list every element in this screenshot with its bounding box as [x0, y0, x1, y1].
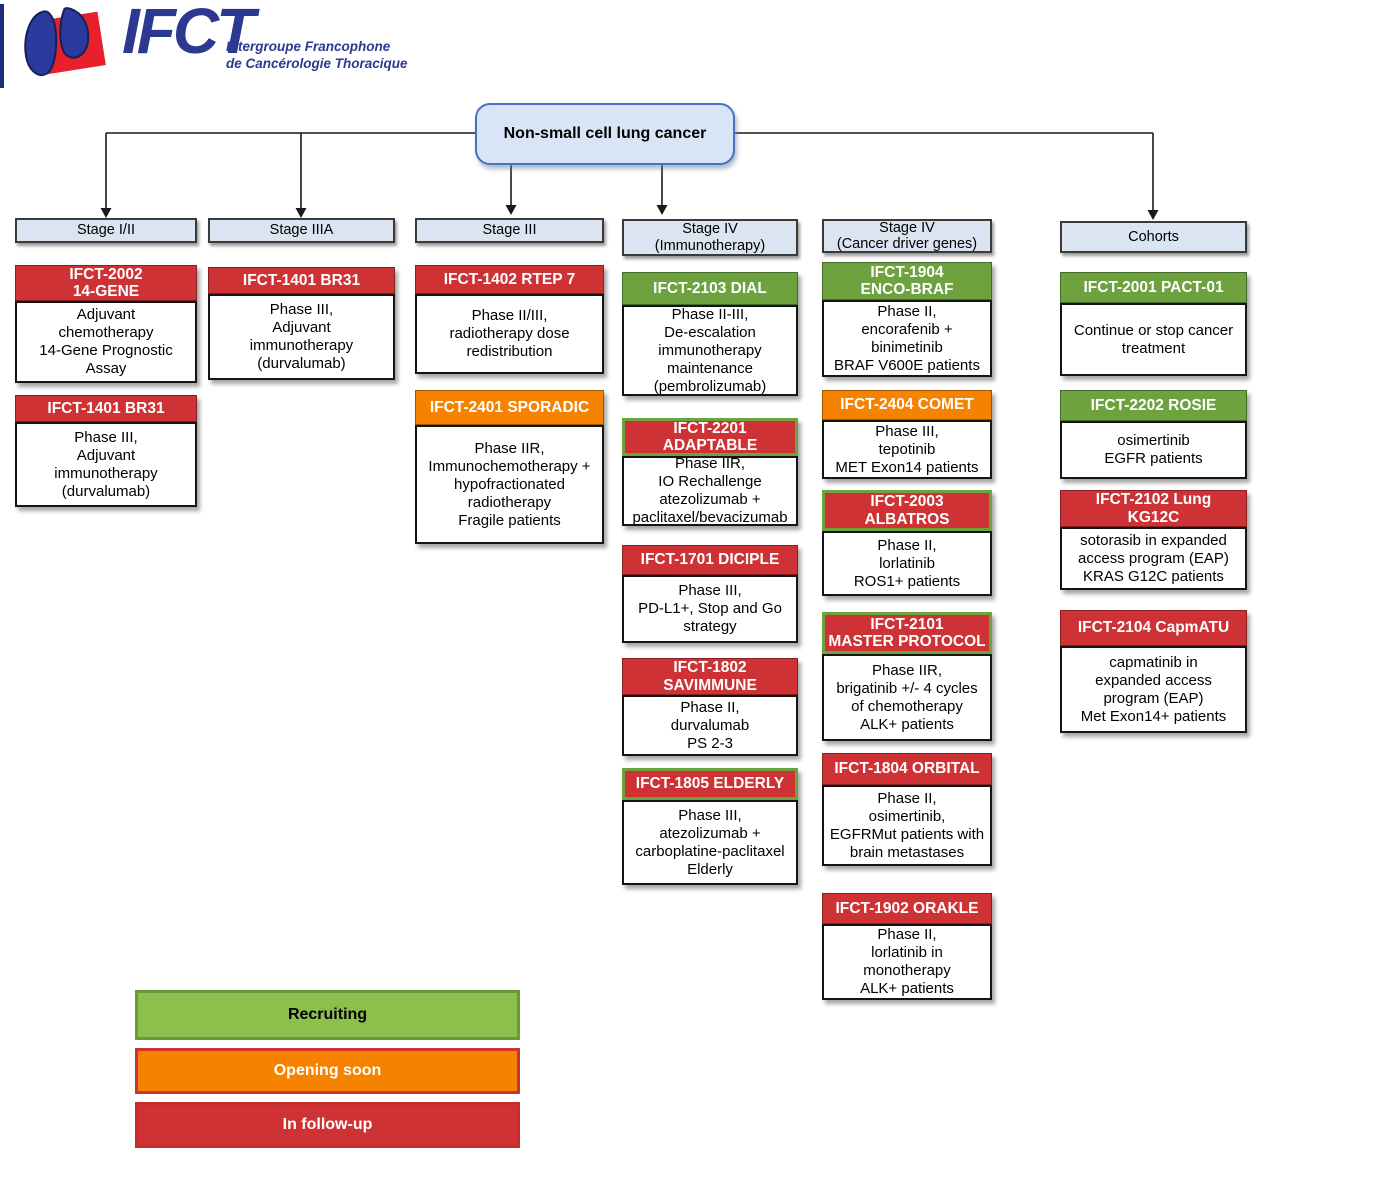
- trial-description: osimertinib EGFR patients: [1060, 421, 1247, 479]
- trial-title: IFCT-2101 MASTER PROTOCOL: [822, 612, 992, 654]
- trial-description: sotorasib in expanded access program (EA…: [1060, 527, 1247, 590]
- trial-title: IFCT-2202 ROSIE: [1060, 390, 1247, 421]
- trial-title: IFCT-1902 ORAKLE: [822, 893, 992, 924]
- ifct-logo: IFCT Intergroupe Francophone de Cancérol…: [0, 0, 430, 94]
- trial-title: IFCT-1805 ELDERLY: [622, 768, 798, 800]
- column-header-stage-iv-cancer-driver-genes: Stage IV (Cancer driver genes): [822, 219, 992, 253]
- legend-recruiting: Recruiting: [135, 990, 520, 1040]
- trial-description: Adjuvant chemotherapy 14-Gene Prognostic…: [15, 301, 197, 383]
- trial-title: IFCT-1401 BR31: [208, 267, 395, 294]
- column-header-stage-iiia: Stage IIIA: [208, 218, 395, 243]
- lungs-logo-icon: [24, 7, 106, 76]
- trial-title: IFCT-1802 SAVIMMUNE: [622, 658, 798, 695]
- column-header-stage-iv-immunotherapy: Stage IV (Immunotherapy): [622, 219, 798, 256]
- trial-title: IFCT-1402 RTEP 7: [415, 265, 604, 294]
- root-node-nsclc: Non-small cell lung cancer: [475, 103, 735, 165]
- trial-title: IFCT-1701 DICIPLE: [622, 545, 798, 575]
- trial-description: Phase II/III, radiotherapy dose redistri…: [415, 294, 604, 374]
- trial-description: Phase II, encorafenib + binimetinib BRAF…: [822, 300, 992, 377]
- trial-title: IFCT-1804 ORBITAL: [822, 753, 992, 785]
- column-header-stage-i-ii: Stage I/II: [15, 218, 197, 243]
- trial-description: Phase III, atezolizumab + carboplatine-p…: [622, 800, 798, 885]
- trial-description: Phase IIR, IO Rechallenge atezolizumab +…: [622, 455, 798, 526]
- trial-title: IFCT-2102 Lung KG12C: [1060, 490, 1247, 527]
- trial-description: Phase IIR, brigatinib +/- 4 cycles of ch…: [822, 654, 992, 741]
- column-header-cohorts: Cohorts: [1060, 221, 1247, 253]
- logo-acronym: IFCT: [122, 0, 255, 67]
- trial-title: IFCT-2404 COMET: [822, 390, 992, 420]
- trial-title: IFCT-2201 ADAPTABLE: [622, 418, 798, 456]
- column-header-stage-iii: Stage III: [415, 218, 604, 243]
- trial-description: capmatinib in expanded access program (E…: [1060, 646, 1247, 733]
- trial-description: Phase IIR, Immunochemotherapy + hypofrac…: [415, 425, 604, 544]
- trial-description: Continue or stop cancer treatment: [1060, 303, 1247, 376]
- trial-title: IFCT-2103 DIAL: [622, 272, 798, 305]
- trial-title: IFCT-2003 ALBATROS: [822, 490, 992, 531]
- trial-title: IFCT-2401 SPORADIC: [415, 390, 604, 425]
- trial-description: Phase III, Adjuvant immunotherapy (durva…: [208, 294, 395, 380]
- trial-description: Phase III, tepotinib MET Exon14 patients: [822, 420, 992, 479]
- legend-in-follow-up: In follow-up: [135, 1102, 520, 1148]
- trial-description: Phase II, durvalumab PS 2-3: [622, 695, 798, 756]
- logo-accent-bar: [0, 4, 4, 88]
- legend-opening-soon: Opening soon: [135, 1048, 520, 1094]
- trial-description: Phase III, PD-L1+, Stop and Go strategy: [622, 575, 798, 643]
- logo-tagline: Intergroupe Francophone de Cancérologie …: [226, 39, 408, 71]
- trial-title: IFCT-2002 14-GENE: [15, 265, 197, 301]
- trial-title: IFCT-1904 ENCO-BRAF: [822, 262, 992, 300]
- trial-description: Phase II, lorlatinib ROS1+ patients: [822, 531, 992, 596]
- trial-title: IFCT-1401 BR31: [15, 395, 197, 422]
- trial-description: Phase II, osimertinib, EGFRMut patients …: [822, 785, 992, 866]
- trial-description: Phase II, lorlatinib in monotherapy ALK+…: [822, 924, 992, 1000]
- trial-description: Phase II-III, De-escalation immunotherap…: [622, 305, 798, 396]
- trial-title: IFCT-2001 PACT-01: [1060, 272, 1247, 303]
- trial-title: IFCT-2104 CapmATU: [1060, 610, 1247, 646]
- trial-description: Phase III, Adjuvant immunotherapy (durva…: [15, 422, 197, 507]
